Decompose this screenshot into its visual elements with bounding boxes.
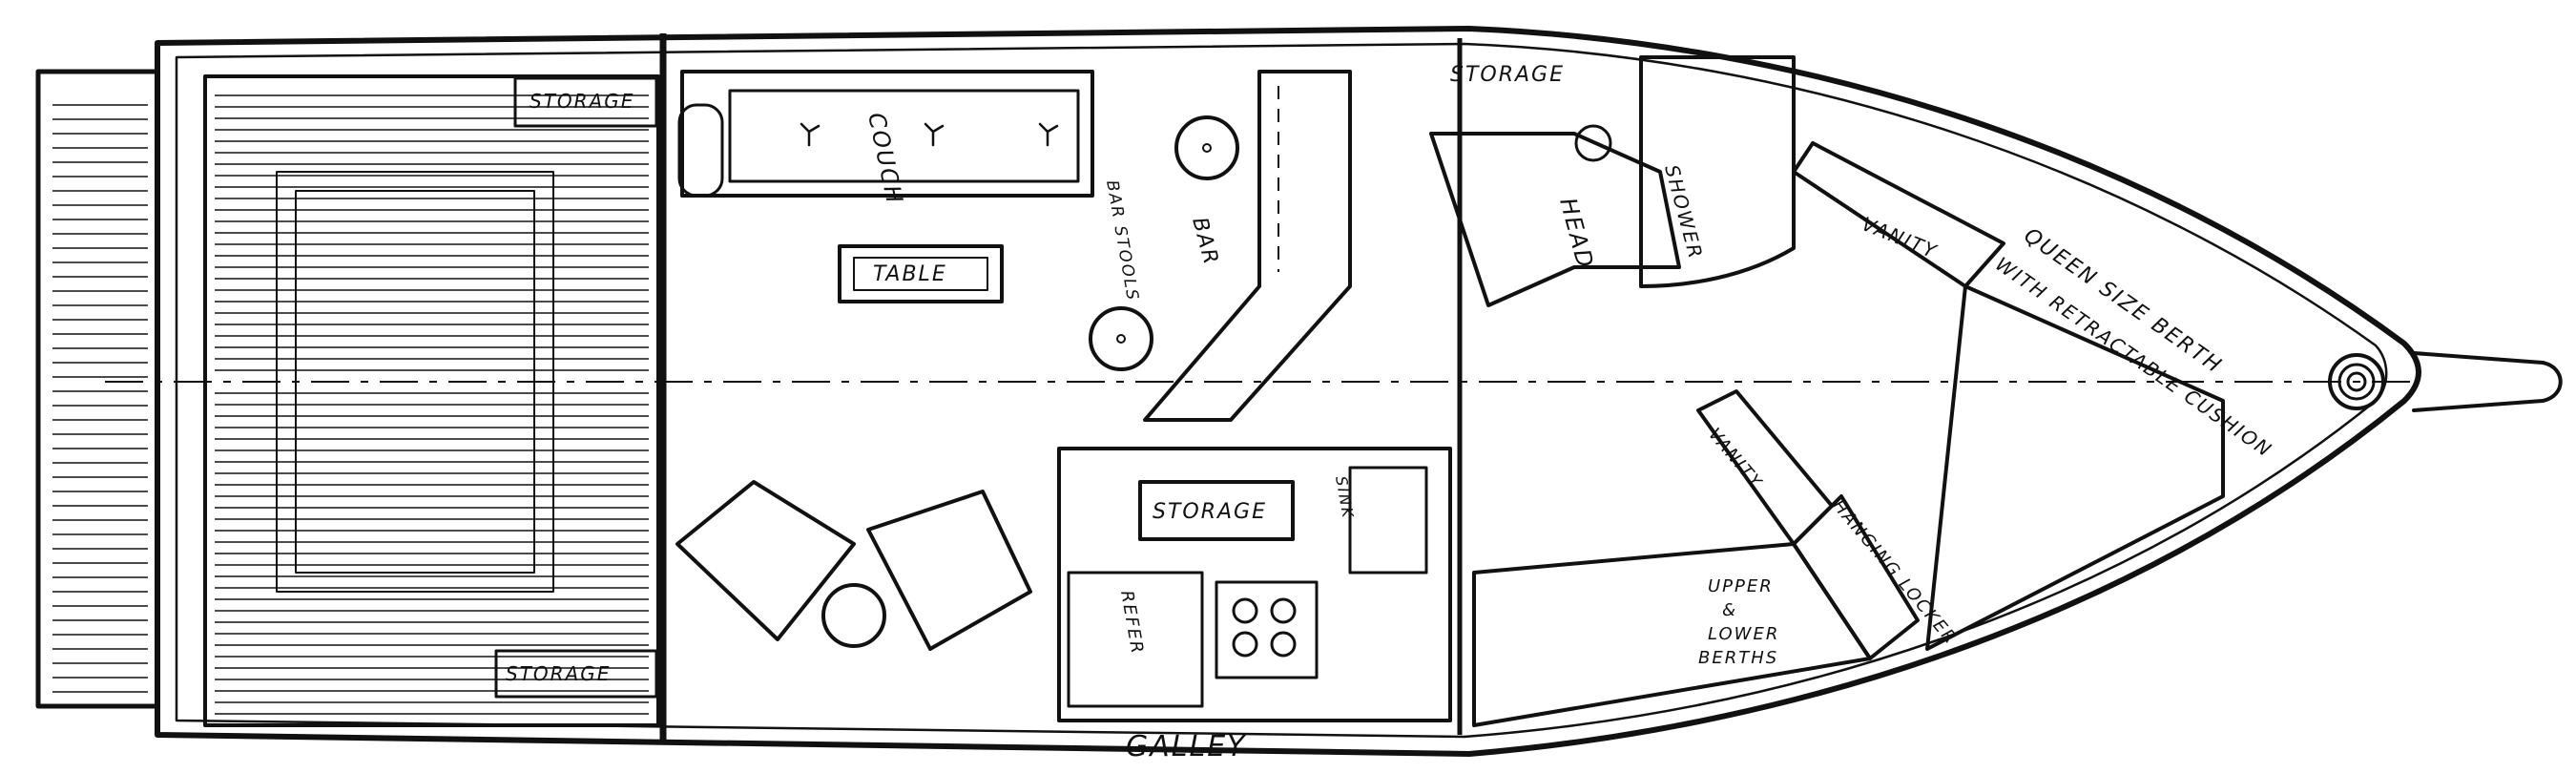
- couch-label: COUCH: [862, 110, 908, 207]
- swim-platform-slats: [52, 104, 148, 693]
- salon-chairs: [675, 480, 1032, 651]
- couch: COUCH: [677, 70, 1094, 207]
- bar: BAR: [1143, 70, 1352, 422]
- cockpit-deck: [203, 74, 660, 727]
- berths-label-1: UPPER: [1708, 576, 1774, 596]
- bow-pulpit: [2328, 351, 2563, 412]
- vanity-fwd: VANITY: [1792, 141, 2005, 288]
- sink-label: SINK: [1332, 474, 1358, 520]
- storage-bottom-label: STORAGE: [506, 662, 611, 685]
- upper-lower-berths: UPPER & LOWER BERTHS: [1472, 542, 1872, 727]
- head-label: HEAD: [1554, 195, 1599, 272]
- berths-label-2: &: [1722, 600, 1737, 620]
- bar-label: BAR: [1187, 215, 1222, 268]
- galley: STORAGE SINK REFER: [1057, 447, 1452, 722]
- berths-label-3: LOWER: [1708, 624, 1779, 644]
- swim-platform: [35, 69, 160, 709]
- bar-stools-label: BAR STOOLS: [1102, 178, 1142, 303]
- table: TABLE: [838, 244, 1004, 303]
- storage-bottom: STORAGE: [494, 649, 658, 699]
- hull-outline: [155, 26, 2421, 757]
- storage-galley-label: STORAGE: [1153, 500, 1267, 524]
- table-label: TABLE: [873, 262, 947, 286]
- storage-top-fwd-label: STORAGE: [1450, 63, 1565, 87]
- queen-berth-label-2: WITH RETRACTABLE CUSHION: [1991, 252, 2276, 462]
- hull-inner-line: [175, 42, 2388, 739]
- galley-label: GALLEY: [1126, 730, 1247, 763]
- queen-berth: QUEEN SIZE BERTH WITH RETRACTABLE CUSHIO…: [1925, 223, 2276, 651]
- berths-label-4: BERTHS: [1698, 648, 1778, 668]
- storage-top-fwd: STORAGE: [1450, 63, 1565, 87]
- vanity-fwd-label: VANITY: [1859, 212, 1941, 262]
- vanity-aft-label: VANITY: [1704, 425, 1766, 493]
- refer-label: REFER: [1116, 589, 1148, 657]
- storage-top-aft: STORAGE: [513, 76, 658, 128]
- shower: SHOWER: [1639, 55, 1796, 288]
- vanity-aft: VANITY: [1696, 389, 1834, 546]
- storage-top-aft-label: STORAGE: [530, 90, 634, 113]
